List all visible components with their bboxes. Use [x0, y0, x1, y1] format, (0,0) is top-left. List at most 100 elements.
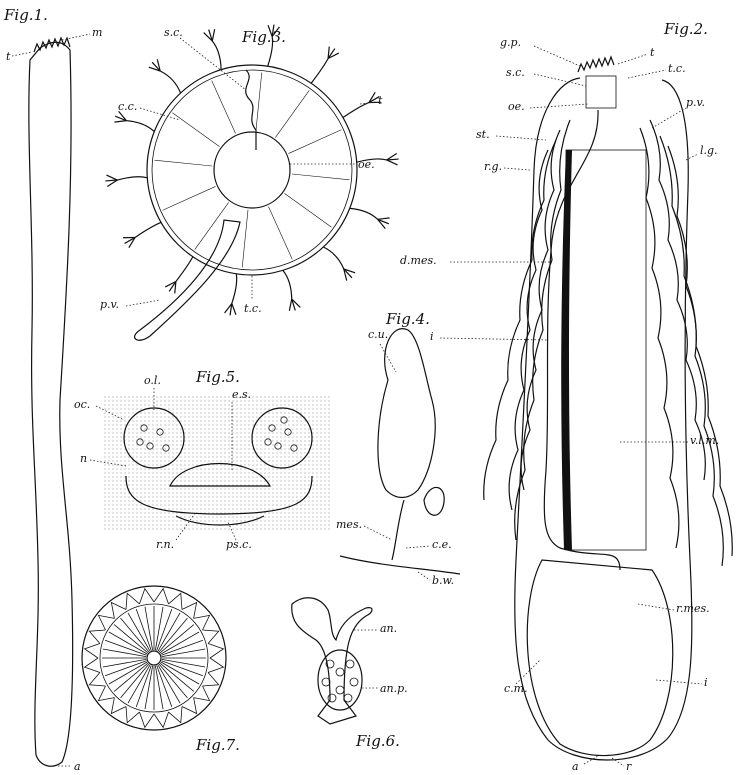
- fig7-tooth: [111, 698, 126, 714]
- fig2-cloaca: [527, 560, 673, 756]
- fig1-label-m: m: [92, 26, 102, 39]
- fig2-label-sc: s.c.: [506, 66, 525, 79]
- fig7-tooth: [168, 593, 182, 609]
- fig7-tooth: [194, 686, 210, 701]
- fig3-tentacle: [232, 274, 237, 304]
- fig3-tentacle-branch: [114, 121, 126, 123]
- fig3-tentacle: [160, 71, 180, 93]
- fig2-label-dmes: d.mes.: [400, 254, 437, 267]
- fig3-label-cc: c.c.: [118, 100, 137, 113]
- fig2-longitudinal-muscle-band: [566, 150, 646, 550]
- fig4-label-bw: b.w.: [432, 574, 454, 587]
- fig6-plate-hole: [336, 686, 344, 694]
- fig6-plate-hole: [350, 678, 358, 686]
- figure-1: Fig.1. m t a: [3, 6, 102, 773]
- fig3-tentacle-branch: [232, 303, 236, 314]
- fig4-title: Fig.4.: [385, 310, 430, 328]
- fig3-septum-edge: [212, 81, 236, 134]
- fig7-tooth: [89, 630, 105, 644]
- fig2-label-r: r: [626, 760, 632, 773]
- fig3-stone-canal: [246, 70, 256, 150]
- figure-3: Fig.3. s.c. c.c. t oe. p.v. t.c.: [100, 25, 399, 341]
- fig2-gonad-tubule: [650, 120, 705, 480]
- fig6-plate-hole: [328, 694, 336, 702]
- fig3-label-t: t: [378, 94, 383, 107]
- fig2-gonad-tubule: [484, 140, 556, 500]
- fig3-label-tc: t.c.: [244, 302, 262, 315]
- fig4-label-ce: c.e.: [432, 538, 452, 551]
- fig3-tentacle: [117, 177, 147, 180]
- fig2-title: Fig.2.: [663, 20, 708, 38]
- fig7-tooth: [126, 706, 140, 722]
- fig3-septum-edge: [163, 186, 216, 210]
- fig1-label-t: t: [6, 50, 11, 63]
- fig3-tentacle-branch: [387, 160, 398, 165]
- fig7-title: Fig.7.: [195, 736, 240, 754]
- fig6-title: Fig.6.: [355, 732, 400, 750]
- fig5-label-n: n: [80, 452, 87, 465]
- fig3-label-oe: oe.: [358, 158, 375, 171]
- fig4-label-mes: mes.: [336, 518, 362, 531]
- fig6-plate-hole: [322, 678, 330, 686]
- fig3-title: Fig.3.: [241, 28, 286, 46]
- fig4-bud: [424, 487, 444, 515]
- fig3-tentacle: [323, 247, 343, 269]
- fig2-body-outline: [515, 78, 692, 760]
- fig2-label-a: a: [572, 760, 579, 773]
- fig1-title: Fig.1.: [3, 6, 48, 24]
- fig6-label-anp: an.p.: [380, 682, 408, 695]
- fig7-tooth: [140, 712, 154, 727]
- fig2-label-oe: oe.: [508, 100, 525, 113]
- fig2-gonad-tubules: [484, 120, 733, 566]
- fig2-dark-muscle-edge: [561, 150, 572, 550]
- fig3-tentacle-branch: [378, 218, 390, 220]
- fig3-tentacle: [283, 270, 292, 299]
- fig3-label-pv: p.v.: [100, 298, 119, 311]
- fig3-tentacle: [135, 222, 161, 237]
- fig7-center: [147, 651, 161, 665]
- fig4-label-cu: c.u.: [368, 328, 388, 341]
- fig7-tooth: [202, 672, 218, 686]
- fig4-stalk: [392, 500, 404, 560]
- figure-4: Fig.4. c.u. mes. c.e. b.w.: [336, 310, 460, 587]
- figure-6: an. an.p. Fig.6.: [292, 598, 408, 750]
- fig4-body-wall: [340, 556, 460, 574]
- fig2-label-gp: g.p.: [500, 36, 521, 49]
- fig5-title: Fig.5.: [195, 368, 240, 386]
- fig3-tentacles: [105, 25, 398, 316]
- fig2-label-rg: r.g.: [484, 160, 502, 173]
- fig2-gonad-tubule: [668, 146, 723, 566]
- figure-7: Fig.7.: [82, 586, 240, 754]
- fig3-septum-edge: [284, 193, 331, 227]
- fig2-label-rmes: r.mes.: [676, 602, 710, 615]
- fig7-tooth: [208, 658, 223, 672]
- fig7-tooth: [202, 630, 218, 644]
- figure-5: Fig.5. o.l. e.s. oc. n r.n. ps.c.: [74, 368, 330, 551]
- fig5-label-rn: r.n.: [156, 538, 174, 551]
- fig3-tentacle: [176, 257, 193, 282]
- fig3-septum-edge: [172, 113, 219, 147]
- fig3-septum-edge: [288, 130, 341, 154]
- fig3-tentacle: [212, 41, 221, 70]
- fig3-septum-edge: [275, 90, 309, 137]
- fig7-rays: [102, 606, 206, 710]
- fig3-tentacle: [343, 103, 369, 118]
- fig7-tooth: [85, 644, 100, 658]
- fig1-worm-body: [29, 42, 73, 766]
- fig7-tooth: [168, 706, 182, 722]
- fig2-label-t: t: [650, 46, 655, 59]
- fig1-label-a: a: [74, 760, 81, 773]
- fig7-tooth: [154, 712, 168, 727]
- fig2-label-pv: p.v.: [686, 96, 705, 109]
- fig7-tooth: [194, 615, 210, 630]
- fig7-tooth: [98, 686, 114, 701]
- fig7-tooth: [182, 602, 197, 618]
- fig4-ciliated-urn: [378, 329, 435, 498]
- fig3-tentacle-branch: [289, 299, 291, 311]
- fig5-label-oc: oc.: [74, 398, 90, 411]
- fig7-tooth: [208, 644, 223, 658]
- fig3-outer-disc: [147, 65, 357, 275]
- fig6-plate-hole: [336, 668, 344, 676]
- fig3-disc-fill: [152, 70, 352, 270]
